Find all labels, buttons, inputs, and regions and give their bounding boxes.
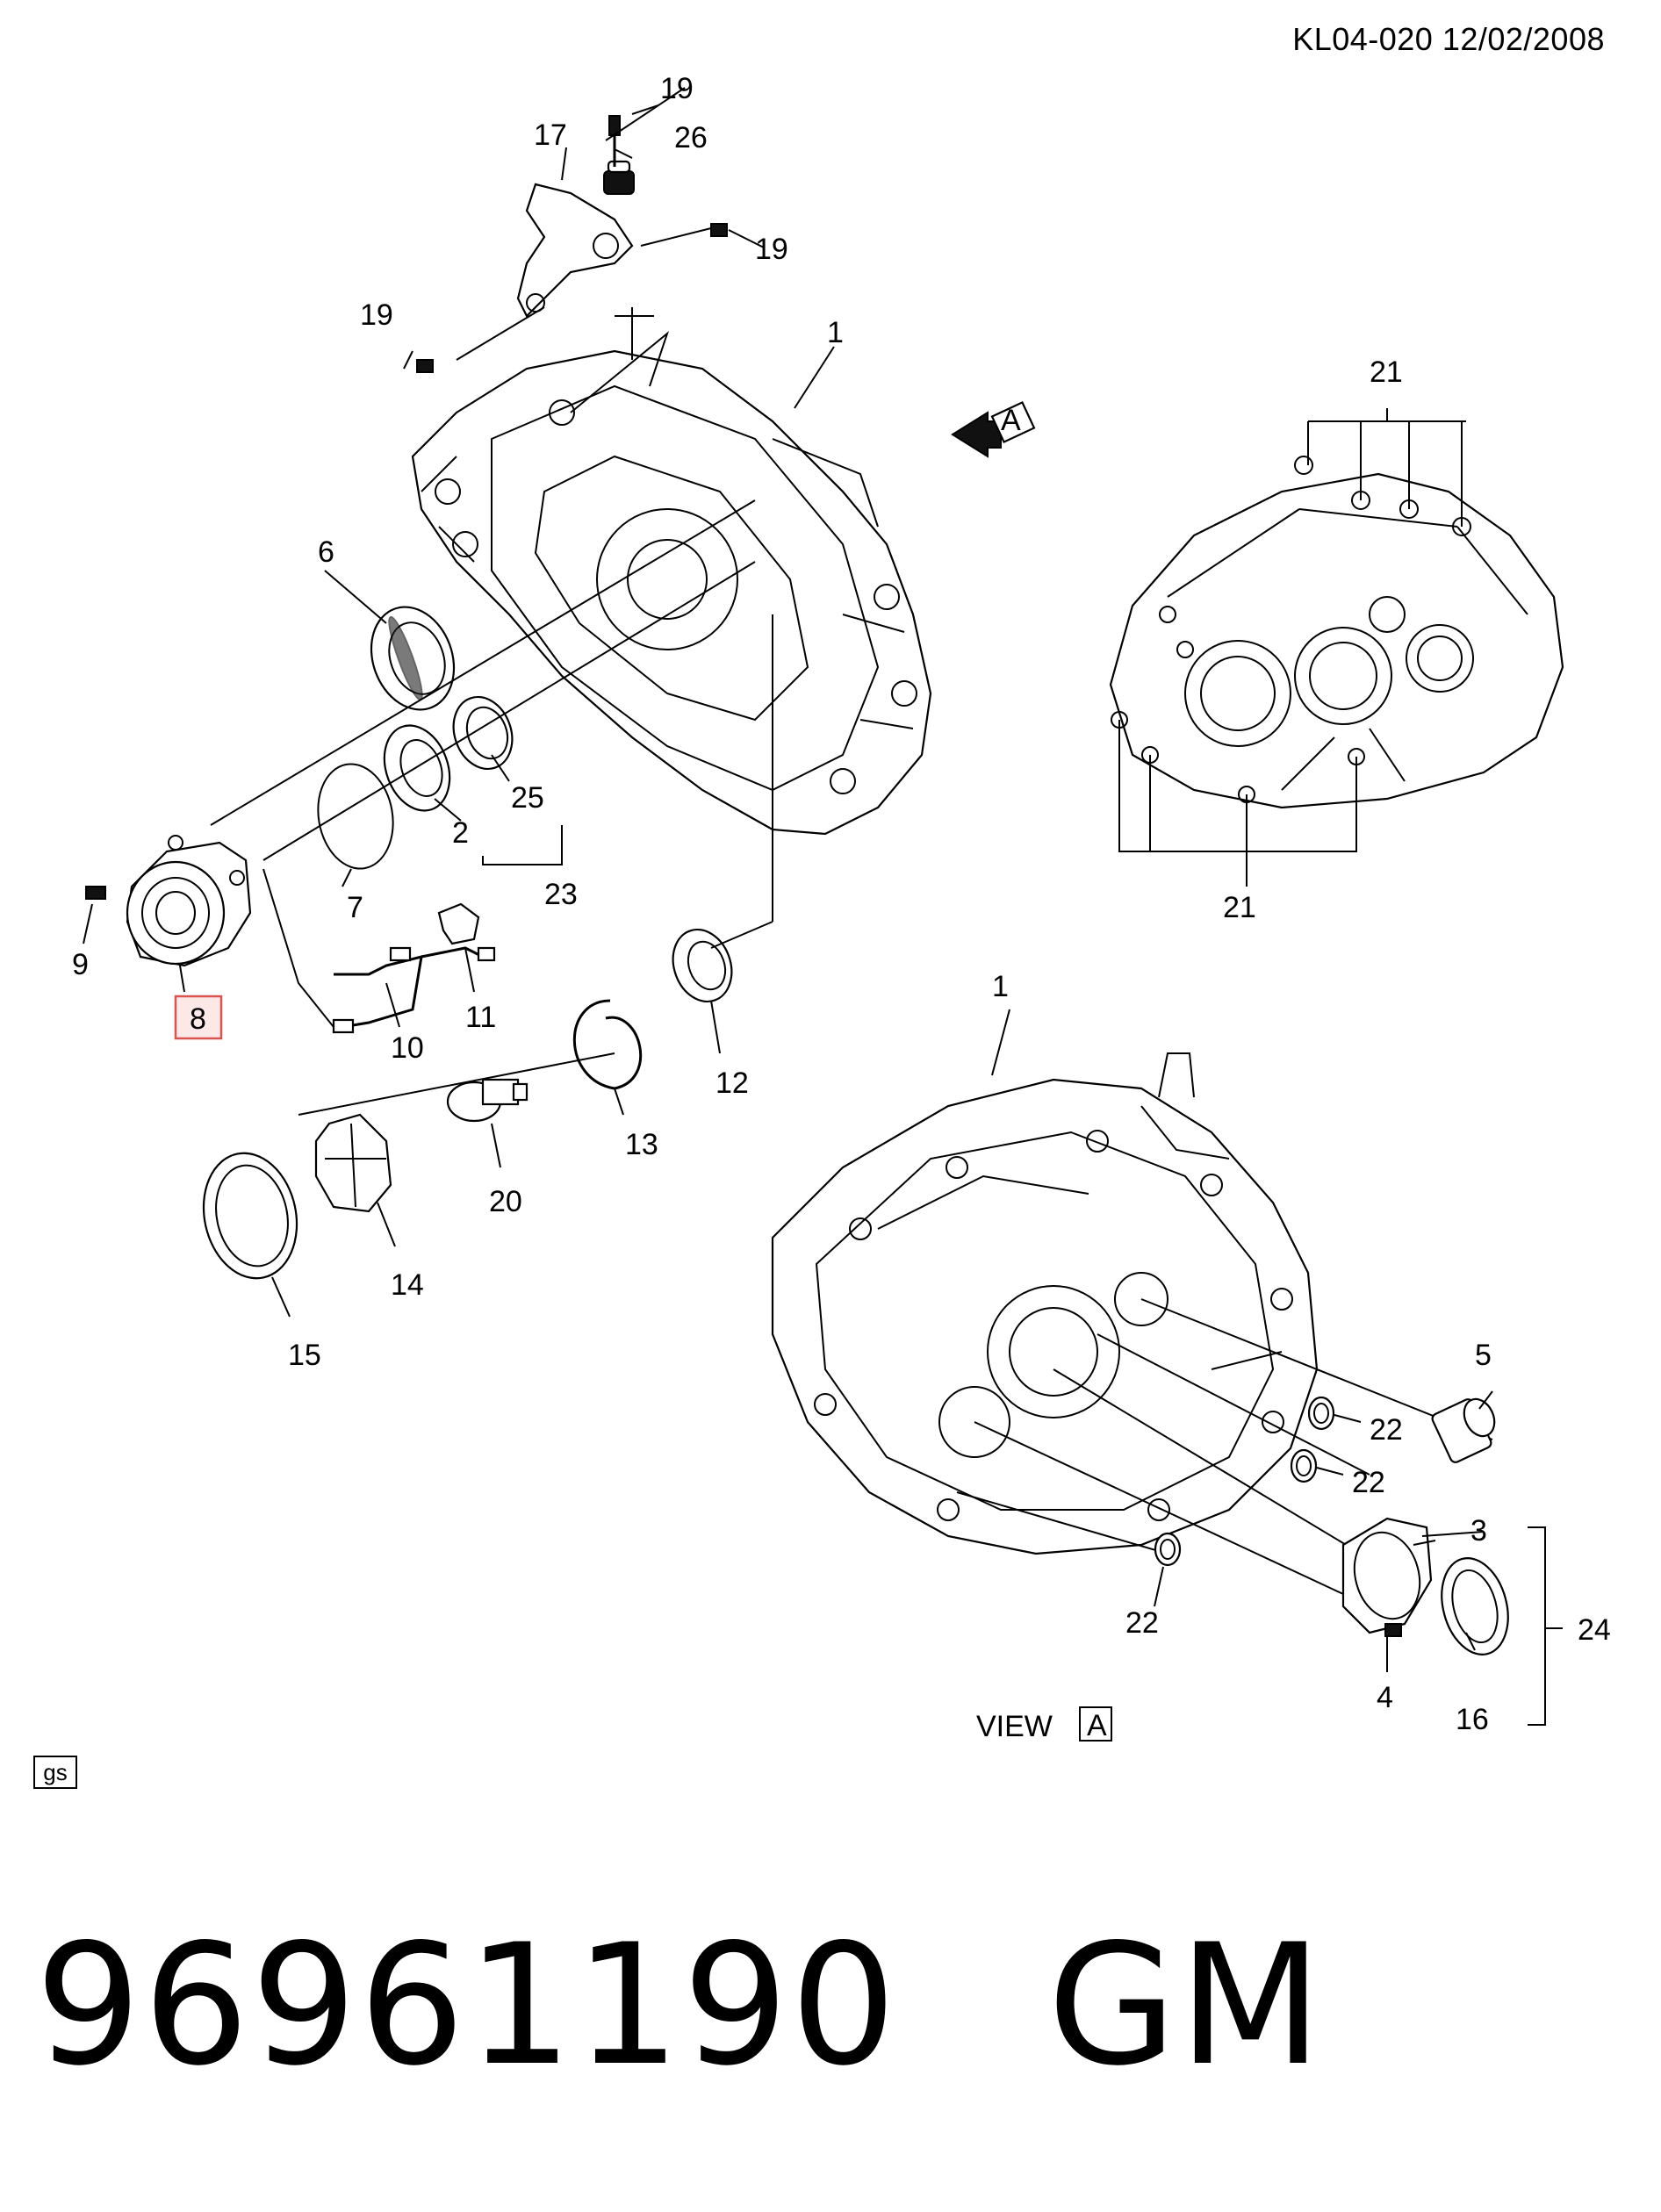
bearing-2 xyxy=(383,724,451,812)
bracket-assembly xyxy=(403,87,765,373)
clutch-slave-cylinder-8 xyxy=(126,835,252,967)
gs-badge: gs xyxy=(33,1756,77,1789)
bushing-5 xyxy=(1431,1397,1496,1463)
view-arrow-a xyxy=(951,401,1036,458)
callout-8: 8 xyxy=(190,1002,206,1036)
sleeve-25 xyxy=(452,695,514,771)
callout-21-bottom: 21 xyxy=(1223,891,1256,924)
callout-2: 2 xyxy=(452,816,469,850)
o-ring-22-a xyxy=(1307,1396,1335,1431)
callout-15: 15 xyxy=(288,1339,321,1372)
view-letter: A xyxy=(1087,1709,1107,1742)
callout-24: 24 xyxy=(1578,1613,1611,1647)
bolt-4 xyxy=(1384,1623,1402,1637)
callout-26: 26 xyxy=(674,121,708,154)
cover-plate-3 xyxy=(1341,1517,1433,1634)
callout-19-top: 19 xyxy=(660,72,694,105)
seal-12 xyxy=(672,928,733,1003)
callout-19-left: 19 xyxy=(360,298,393,332)
callout-9: 9 xyxy=(72,948,89,981)
arrow-letter: A xyxy=(1001,404,1021,437)
callout-22-c: 22 xyxy=(1125,1606,1159,1640)
circlip-13 xyxy=(572,999,643,1090)
callout-3: 3 xyxy=(1470,1514,1487,1548)
retaining-clip-11 xyxy=(437,902,480,945)
callout-7: 7 xyxy=(347,891,363,924)
highlight-box-8 xyxy=(174,995,223,1040)
callout-23: 23 xyxy=(544,878,578,911)
callout-1b: 1 xyxy=(992,970,1009,1003)
callout-1: 1 xyxy=(827,316,844,349)
housing-view-a xyxy=(1109,456,1564,809)
bolt-9 xyxy=(85,886,106,900)
callout-13: 13 xyxy=(625,1128,658,1161)
callout-4: 4 xyxy=(1377,1681,1393,1714)
cover-14 xyxy=(314,1113,392,1213)
callout-20: 20 xyxy=(489,1185,522,1218)
plug-20 xyxy=(446,1078,528,1123)
transmission-housing-lower xyxy=(771,1052,1319,1555)
callout-10: 10 xyxy=(391,1031,424,1065)
callout-17: 17 xyxy=(534,118,567,152)
view-a-box xyxy=(1079,1706,1112,1742)
callout-6: 6 xyxy=(318,535,334,569)
callout-14: 14 xyxy=(391,1268,424,1302)
o-ring-22-c xyxy=(1154,1532,1182,1567)
callout-22-b: 22 xyxy=(1352,1466,1385,1499)
callout-11: 11 xyxy=(465,1001,496,1034)
seal-ring-15 xyxy=(202,1152,298,1280)
callout-12: 12 xyxy=(715,1066,749,1100)
callout-25: 25 xyxy=(511,781,544,815)
transmission-housing-upper xyxy=(411,307,932,836)
callout-19-right: 19 xyxy=(755,233,788,266)
callout-16: 16 xyxy=(1456,1703,1489,1736)
o-ring-22-b xyxy=(1290,1448,1318,1483)
part-number: 96961190 xyxy=(35,1908,899,2102)
callout-21-top: 21 xyxy=(1370,356,1403,389)
drawing-reference: KL04-020 12/02/2008 xyxy=(1292,21,1605,57)
view-label: VIEW xyxy=(976,1710,1053,1743)
manufacturer: GM xyxy=(1047,1908,1325,2102)
callout-5: 5 xyxy=(1475,1339,1492,1372)
gear-ring-16 xyxy=(1441,1557,1509,1655)
oil-seal-6 xyxy=(370,606,456,711)
o-ring-7 xyxy=(317,763,394,870)
callout-22-a: 22 xyxy=(1370,1413,1403,1447)
